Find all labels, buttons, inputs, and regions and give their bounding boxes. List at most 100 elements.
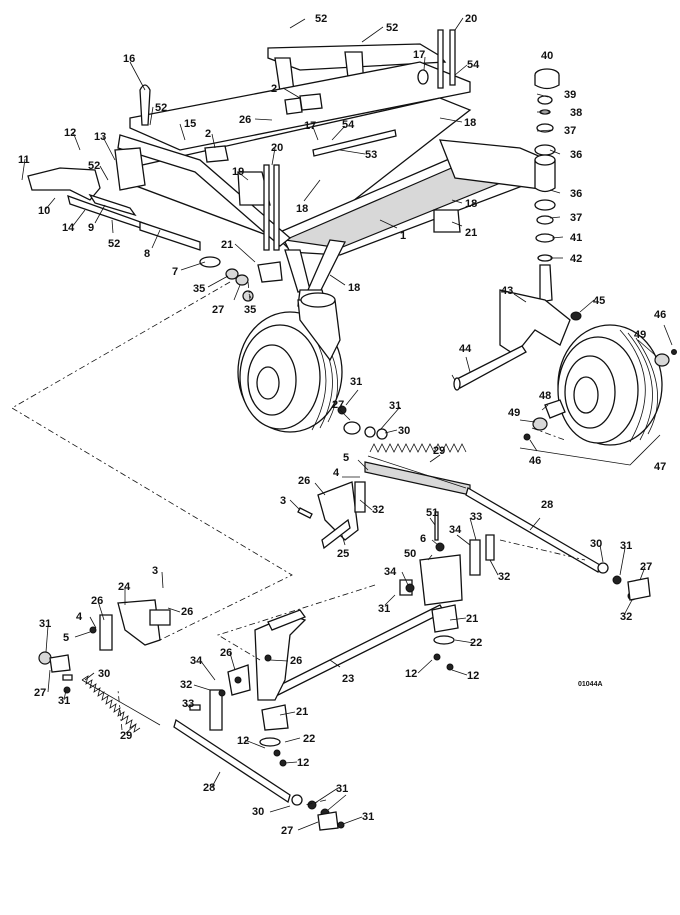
assembly-dash-lines [11,281,661,806]
callout: 26 [239,114,251,126]
callout: 5 [63,632,69,644]
callout: 27 [281,825,293,837]
callout: 24 [118,581,131,593]
callout: 49 [634,329,646,341]
callout: 25 [337,548,349,560]
spring-lower [81,675,161,733]
cross-shaft-assembly [189,583,459,767]
callout: 31 [39,618,51,630]
callout: 26 [290,655,302,667]
callout: 52 [315,13,327,25]
callout: 39 [564,89,576,101]
callout: 8 [144,248,150,260]
callout: 35 [193,283,205,295]
callout: 44 [459,343,472,355]
callout: 45 [593,295,605,307]
callout: 46 [654,309,666,321]
callout: 47 [654,461,666,473]
callout: 41 [570,232,582,244]
callout: 32 [180,679,192,691]
callout: 27 [640,561,652,573]
callout: 35 [244,304,256,316]
callout: 18 [465,198,477,210]
callout: 32 [498,571,510,583]
callout: 21 [465,227,477,239]
callout: 21 [296,706,308,718]
callout: 22 [470,637,482,649]
callout: 21 [221,239,233,251]
left-caster-wheel [237,292,343,433]
callout: 49 [508,407,520,419]
callout: 29 [433,445,445,457]
callout: 19 [232,166,244,178]
callout: 28 [541,499,553,511]
callout: 26 [220,647,232,659]
right-caster-wheel [523,324,677,446]
callout: 31 [362,811,374,823]
callout: 12 [467,670,479,682]
callout: 20 [271,142,283,154]
callout: 6 [420,533,426,545]
callout: 26 [91,595,103,607]
callout: 36 [570,149,582,161]
callout: 43 [501,285,513,297]
drawing-code: 01044A [578,681,603,688]
callout: 37 [564,125,576,137]
callout: 38 [570,107,582,119]
callout: 21 [466,613,478,625]
callout: 20 [465,13,477,25]
callout: 30 [398,425,410,437]
callout: 12 [237,735,249,747]
callout: 32 [620,611,632,623]
callout: 51 [426,507,438,519]
right-caster-fork [453,68,582,391]
spring-upper [367,443,467,489]
callout: 28 [203,782,215,794]
callout: 46 [529,455,541,467]
callout: 12 [297,757,309,769]
leader-lines [21,17,673,831]
callout: 37 [570,212,582,224]
callout: 12 [405,668,417,680]
callout: 31 [378,603,390,615]
callout: 29 [120,730,132,742]
callout-labels: 52 20 52 17 54 40 16 2 39 38 52 15 18 37… [18,13,666,837]
callout: 54 [467,59,480,71]
callout: 23 [342,673,354,685]
callout: 30 [98,668,110,680]
callout: 50 [404,548,416,560]
callout: 32 [372,504,384,516]
callout: 54 [342,119,355,131]
callout: 27 [212,304,224,316]
callout: 52 [155,102,167,114]
lower-left-linkage [38,599,345,831]
callout: 18 [296,203,308,215]
callout: 30 [590,538,602,550]
callout: 53 [365,149,377,161]
callout: 2 [271,83,277,95]
callout: 4 [76,611,83,623]
callout: 22 [303,733,315,745]
callout: 52 [108,238,120,250]
callout: 14 [62,222,75,234]
callout: 15 [184,118,196,130]
callout: 18 [348,282,360,294]
callout: 26 [181,606,193,618]
callout: 34 [190,655,203,667]
callout: 33 [470,511,482,523]
callout: 27 [332,399,344,411]
callout: 3 [280,495,286,507]
callout: 17 [304,120,316,132]
callout: 33 [182,698,194,710]
callout: 4 [333,467,340,479]
callout: 18 [464,117,476,129]
callout: 5 [343,452,349,464]
callout: 12 [64,127,76,139]
main-frame [114,43,549,307]
callout: 31 [389,400,401,412]
upper-left-linkage [27,29,461,302]
callout: 1 [400,230,406,242]
callout: 52 [386,22,398,34]
callout: 31 [350,376,362,388]
callout: 26 [298,475,310,487]
